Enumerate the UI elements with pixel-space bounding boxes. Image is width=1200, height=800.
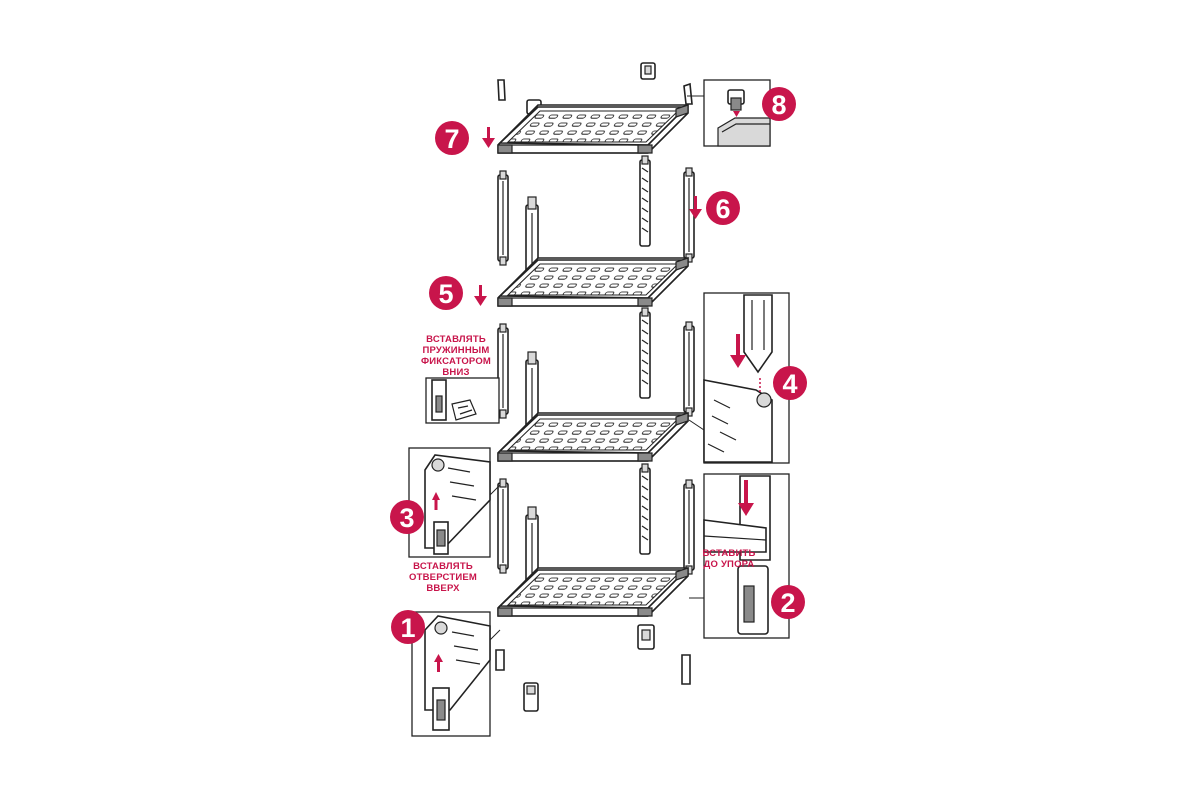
foot-left <box>495 649 505 671</box>
step-badge-1: 1 <box>391 610 425 644</box>
note-until-stop: ВСТАВИТЬ ДО УПОРА <box>702 548 755 570</box>
arrow-step-5 <box>474 285 487 306</box>
foot-front <box>523 682 539 712</box>
detail-panel-3 <box>408 447 501 558</box>
step-badge-2: 2 <box>771 585 805 619</box>
svg-text:3: 3 <box>399 503 414 533</box>
post-back-3 <box>639 463 651 555</box>
arrow-step-7 <box>482 127 495 148</box>
post-right-1 <box>683 167 695 263</box>
note-line: ДО УПОРА <box>704 559 755 570</box>
post-right-2 <box>683 321 695 417</box>
svg-text:1: 1 <box>400 613 415 643</box>
post-left-1 <box>497 170 509 266</box>
step-badge-3: 3 <box>390 500 424 534</box>
svg-text:8: 8 <box>771 90 786 120</box>
svg-text:4: 4 <box>782 369 797 399</box>
top-cap-left <box>497 79 506 101</box>
detail-panel-1 <box>411 611 501 737</box>
step-badge-8: 8 <box>762 87 796 121</box>
detail-panel-8 <box>687 79 771 147</box>
svg-text:5: 5 <box>438 279 453 309</box>
foot-center <box>637 624 655 650</box>
note-line: ВНИЗ <box>442 367 469 378</box>
rack-exploded-view <box>495 62 695 712</box>
note-line: ФИКСАТОРОМ <box>421 356 491 367</box>
arrow-step-6 <box>689 196 702 219</box>
post-back-1 <box>639 155 651 247</box>
detail-panel-2 <box>689 473 790 639</box>
note-line: ВВЕРХ <box>426 583 460 594</box>
note-line: ВСТАВЛЯТЬ <box>413 561 473 572</box>
post-right-3 <box>683 479 695 575</box>
foot-right <box>681 654 691 685</box>
note-line: ОТВЕРСТИЕМ <box>409 572 477 583</box>
svg-text:2: 2 <box>780 588 795 618</box>
post-back-2 <box>639 307 651 399</box>
note-spring-latch: ВСТАВЛЯТЬ ПРУЖИННЫМ ФИКСАТОРОМ ВНИЗ <box>421 334 491 378</box>
post-left-3 <box>497 478 509 574</box>
detail-panel-spring-latch <box>425 377 504 424</box>
note-line: ВСТАВИТЬ <box>702 548 755 559</box>
svg-text:6: 6 <box>715 194 730 224</box>
note-line: ВСТАВЛЯТЬ <box>426 334 486 345</box>
top-cap-center <box>640 62 656 80</box>
step-badge-5: 5 <box>429 276 463 310</box>
top-cap-right <box>683 82 693 105</box>
note-hole-up: ВСТАВЛЯТЬ ОТВЕРСТИЕМ ВВЕРХ <box>409 561 477 594</box>
svg-text:7: 7 <box>444 124 459 154</box>
step-badge-4: 4 <box>773 366 807 400</box>
step-badge-7: 7 <box>435 121 469 155</box>
note-line: ПРУЖИННЫМ <box>422 345 489 356</box>
step-badge-6: 6 <box>706 191 740 225</box>
